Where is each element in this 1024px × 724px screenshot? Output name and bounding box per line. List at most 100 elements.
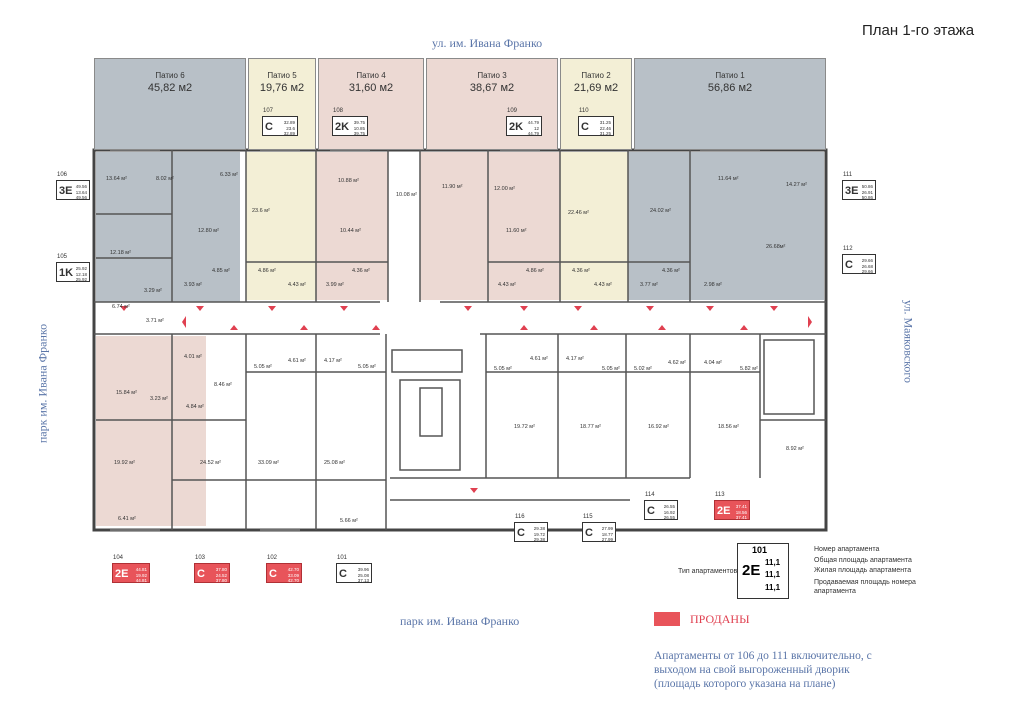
patio-note: Апартаменты от 106 до 111 включительно, … <box>654 650 872 690</box>
room-area: 4.01 м² <box>184 354 202 360</box>
room-area: 5.02 м² <box>634 366 652 372</box>
legend-line: Продаваемая площадь номера апартамента <box>814 579 916 595</box>
room-area: 3.93 м² <box>184 282 202 288</box>
room-area: 11.90 м² <box>442 184 463 190</box>
legend-line: Жилая площадь апартамента <box>814 567 912 574</box>
legend-line: Общая площадь апартамента <box>814 557 912 564</box>
room-area: 3.77 м² <box>640 282 658 288</box>
legend-sample-val: 11,1 <box>765 558 781 567</box>
room-area: 13.64 м² <box>106 176 127 182</box>
room-area: 23.6 м² <box>252 208 270 214</box>
room-area: 14.27 м² <box>786 182 807 188</box>
room-area: 19.72 м² <box>514 424 535 430</box>
room-area: 3.99 м² <box>326 282 344 288</box>
room-area: 11.64 м² <box>718 176 739 182</box>
legend-sample-val: 11,1 <box>765 583 781 592</box>
room-area: 5.05 м² <box>602 366 620 372</box>
page-title: План 1-го этажа <box>862 22 975 39</box>
room-area: 4.43 м² <box>288 282 306 288</box>
room-area: 4.17 м² <box>566 356 584 362</box>
room-area: 4.43 м² <box>498 282 516 288</box>
room-area: 12.00 м² <box>494 186 515 192</box>
room-area: 4.86 м² <box>526 268 544 274</box>
room-area: 4.84 м² <box>186 404 204 410</box>
sold-label: ПРОДАНЫ <box>690 612 750 626</box>
room-area: 12.18 м² <box>110 250 131 256</box>
room-area: 33.09 м² <box>258 460 279 466</box>
room-area: 5.82 м² <box>740 366 758 372</box>
room-area: 12.80 м² <box>198 228 219 234</box>
room-area: 4.61 м² <box>530 356 548 362</box>
legend-sample-type: 2E <box>742 562 761 579</box>
room-area: 18.77 м² <box>580 424 601 430</box>
legend-type-label: Тип апартаментов <box>678 568 738 575</box>
legend-sample-no: 101 <box>752 545 768 555</box>
room-area: 18.56 м² <box>718 424 739 430</box>
room-area: 3.29 м² <box>144 288 162 294</box>
street-bottom: парк им. Ивана Франко <box>400 614 520 628</box>
room-area: 16.92 м² <box>648 424 669 430</box>
room-area: 4.61 м² <box>288 358 306 364</box>
room-area: 8.46 м² <box>214 382 232 388</box>
apartment-fills <box>96 152 824 526</box>
room-area: 5.05 м² <box>494 366 512 372</box>
room-area: 24.02 м² <box>650 208 671 214</box>
street-top: ул. им. Ивана Франко <box>432 36 543 50</box>
room-area: 4.04 м² <box>704 360 722 366</box>
room-area: 5.05 м² <box>358 364 376 370</box>
room-area: 8.02 м² <box>156 176 174 182</box>
room-area: 4.36 м² <box>572 268 590 274</box>
room-area: 4.86 м² <box>258 268 276 274</box>
room-area: 6.33 м² <box>220 172 238 178</box>
room-area: 6.41 м² <box>118 516 136 522</box>
room-area: 10.44 м² <box>340 228 361 234</box>
legend-box <box>737 543 789 599</box>
room-area: 2.98 м² <box>704 282 722 288</box>
room-area: 26.68м² <box>766 244 786 250</box>
room-area: 8.92 м² <box>786 446 804 452</box>
room-area: 4.43 м² <box>594 282 612 288</box>
room-area: 4.62 м² <box>668 360 686 366</box>
room-area: 15.84 м² <box>116 390 137 396</box>
room-area: 11.60 м² <box>506 228 527 234</box>
room-area: 24.52 м² <box>200 460 221 466</box>
legend-sample-val: 11,1 <box>765 570 781 579</box>
room-area: 4.36 м² <box>662 268 680 274</box>
room-area: 5.66 м² <box>340 518 358 524</box>
room-area: 10.08 м² <box>396 192 417 198</box>
room-area: 19.92 м² <box>114 460 135 466</box>
room-area: 5.05 м² <box>254 364 272 370</box>
sold-swatch <box>654 612 680 626</box>
room-area: 4.85 м² <box>212 268 230 274</box>
room-area: 4.17 м² <box>324 358 342 364</box>
room-area: 3.23 м² <box>150 396 168 402</box>
room-area: 22.46 м² <box>568 210 589 216</box>
room-area: 4.36 м² <box>352 268 370 274</box>
room-area: 3.71 м² <box>146 318 164 324</box>
legend-line: Номер апартамента <box>814 546 880 553</box>
room-area: 25.08 м² <box>324 460 345 466</box>
